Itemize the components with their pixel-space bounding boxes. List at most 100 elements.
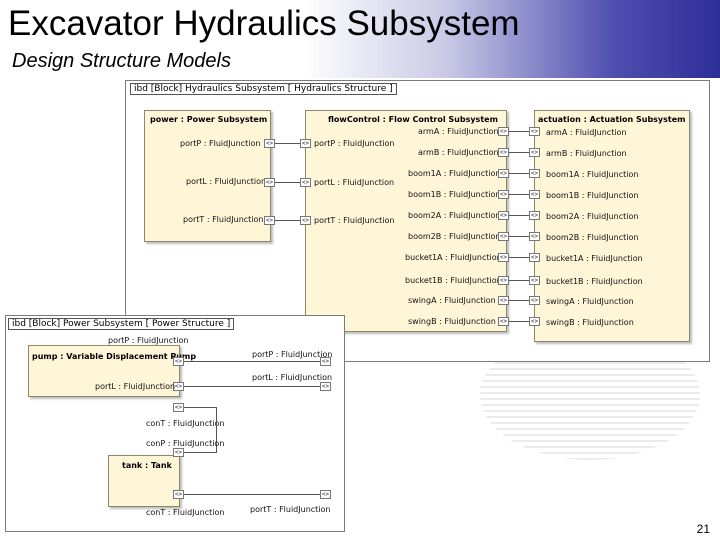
flow-right-port-label: bucket1A : FluidJunction (405, 253, 502, 262)
port-icon: <> (498, 296, 509, 305)
port-icon: <> (300, 216, 311, 225)
port-icon: <> (320, 382, 331, 391)
flow-right-port-label: swingB : FluidJunction (408, 317, 496, 326)
tank-name: tank : Tank (122, 461, 172, 470)
port-icon: <> (498, 276, 509, 285)
tank-block (108, 455, 180, 507)
power-port-label: portT : FluidJunction (183, 215, 264, 224)
port-icon: <> (173, 448, 184, 457)
flow-left-port-label: portT : FluidJunction (314, 216, 395, 225)
port-icon: <> (173, 382, 184, 391)
port-icon: <> (498, 169, 509, 178)
port-icon: <> (173, 357, 184, 366)
connector-line (275, 143, 300, 144)
power-subsystem-name: power : Power Subsystem (150, 115, 268, 124)
flow-right-port-label: armA : FluidJunction (418, 127, 499, 136)
port-icon: <> (529, 276, 540, 285)
power-structure-frame-title: ibd [Block] Power Subsystem [ Power Stru… (8, 318, 235, 330)
port-icon: <> (498, 127, 509, 136)
port-icon: <> (173, 490, 184, 499)
slide-subtitle: Design Structure Models (12, 50, 231, 72)
flow-right-port-label: boom2B : FluidJunction (408, 232, 501, 241)
connector-line (509, 236, 529, 237)
flow-left-port-label: portP : FluidJunction (314, 139, 395, 148)
port-icon: <> (529, 253, 540, 262)
actuation-port-label: swingA : FluidJunction (546, 297, 634, 306)
pump-block (28, 345, 180, 397)
port-icon: <> (498, 190, 509, 199)
outer-port-label: portP : FluidJunction (252, 350, 333, 359)
port-icon: <> (264, 216, 275, 225)
actuation-port-label: boom1A : FluidJunction (546, 170, 639, 179)
connector-line (509, 215, 529, 216)
flow-control-block (305, 110, 507, 332)
connector-line (184, 494, 320, 495)
actuation-port-label: boom2A : FluidJunction (546, 212, 639, 221)
power-port-label: portL : FluidJunction (186, 177, 267, 186)
port-icon: <> (498, 148, 509, 157)
actuation-name: actuation : Actuation Subsystem (538, 115, 686, 124)
port-icon: <> (498, 211, 509, 220)
actuation-port-label: bucket1A : FluidJunction (546, 254, 643, 263)
port-icon: <> (529, 232, 540, 241)
connector-line (216, 407, 217, 452)
pump-port-label: conT : FluidJunction (146, 419, 225, 428)
port-icon: <> (264, 139, 275, 148)
flow-right-port-label: bucket1B : FluidJunction (405, 276, 502, 285)
port-icon: <> (529, 148, 540, 157)
tank-port-label: conT : FluidJunction (146, 508, 225, 517)
flow-right-port-label: swingA : FluidJunction (408, 296, 496, 305)
port-icon: <> (529, 169, 540, 178)
port-icon: <> (498, 253, 509, 262)
pump-port-label: portP : FluidJunction (108, 336, 189, 345)
flow-right-port-label: boom1B : FluidJunction (408, 190, 501, 199)
connector-line (509, 173, 529, 174)
pump-name: pump : Variable Displacement Pump (32, 352, 197, 361)
actuation-port-label: swingB : FluidJunction (546, 318, 634, 327)
flow-right-port-label: boom1A : FluidJunction (408, 169, 501, 178)
page-number: 21 (696, 522, 710, 536)
connector-line (509, 131, 529, 132)
port-icon: <> (320, 490, 331, 499)
connector-line (275, 220, 300, 221)
port-icon: <> (498, 317, 509, 326)
actuation-port-label: boom1B : FluidJunction (546, 191, 639, 200)
port-icon: <> (300, 178, 311, 187)
connector-line (509, 321, 529, 322)
port-icon: <> (529, 190, 540, 199)
power-port-label: portP : FluidJunction (180, 139, 261, 148)
port-icon: <> (173, 403, 184, 412)
connector-line (184, 407, 216, 408)
connector-line (275, 182, 300, 183)
flow-right-port-label: boom2A : FluidJunction (408, 211, 501, 220)
outer-port-label: portL : FluidJunction (252, 373, 333, 382)
pump-port-label: portL : FluidJunction (95, 382, 176, 391)
port-icon: <> (320, 357, 331, 366)
flow-left-port-label: portL : FluidJunction (314, 178, 395, 187)
connector-line (509, 300, 529, 301)
slide-title: Excavator Hydraulics Subsystem (8, 4, 520, 43)
port-icon: <> (529, 127, 540, 136)
flow-right-port-label: armB : FluidJunction (418, 148, 499, 157)
port-icon: <> (300, 139, 311, 148)
connector-line (184, 361, 320, 362)
actuation-port-label: bucket1B : FluidJunction (546, 277, 643, 286)
port-icon: <> (498, 232, 509, 241)
connector-line (509, 257, 529, 258)
outer-port-label: portT : FluidJunction (250, 505, 331, 514)
connector-line (184, 386, 320, 387)
port-icon: <> (529, 317, 540, 326)
power-subsystem-block (144, 110, 271, 242)
tank-port-label: conP : FluidJunction (146, 439, 225, 448)
actuation-block (534, 110, 690, 342)
actuation-port-label: boom2B : FluidJunction (546, 233, 639, 242)
flow-control-name: flowControl : Flow Control Subsystem (328, 115, 498, 124)
connector-line (184, 452, 217, 453)
port-icon: <> (529, 296, 540, 305)
hydraulics-structure-frame-title: ibd [Block] Hydraulics Subsystem [ Hydra… (130, 83, 397, 95)
connector-line (509, 152, 529, 153)
connector-line (509, 194, 529, 195)
port-icon: <> (529, 211, 540, 220)
connector-line (509, 280, 529, 281)
actuation-port-label: armA : FluidJunction (546, 128, 627, 137)
